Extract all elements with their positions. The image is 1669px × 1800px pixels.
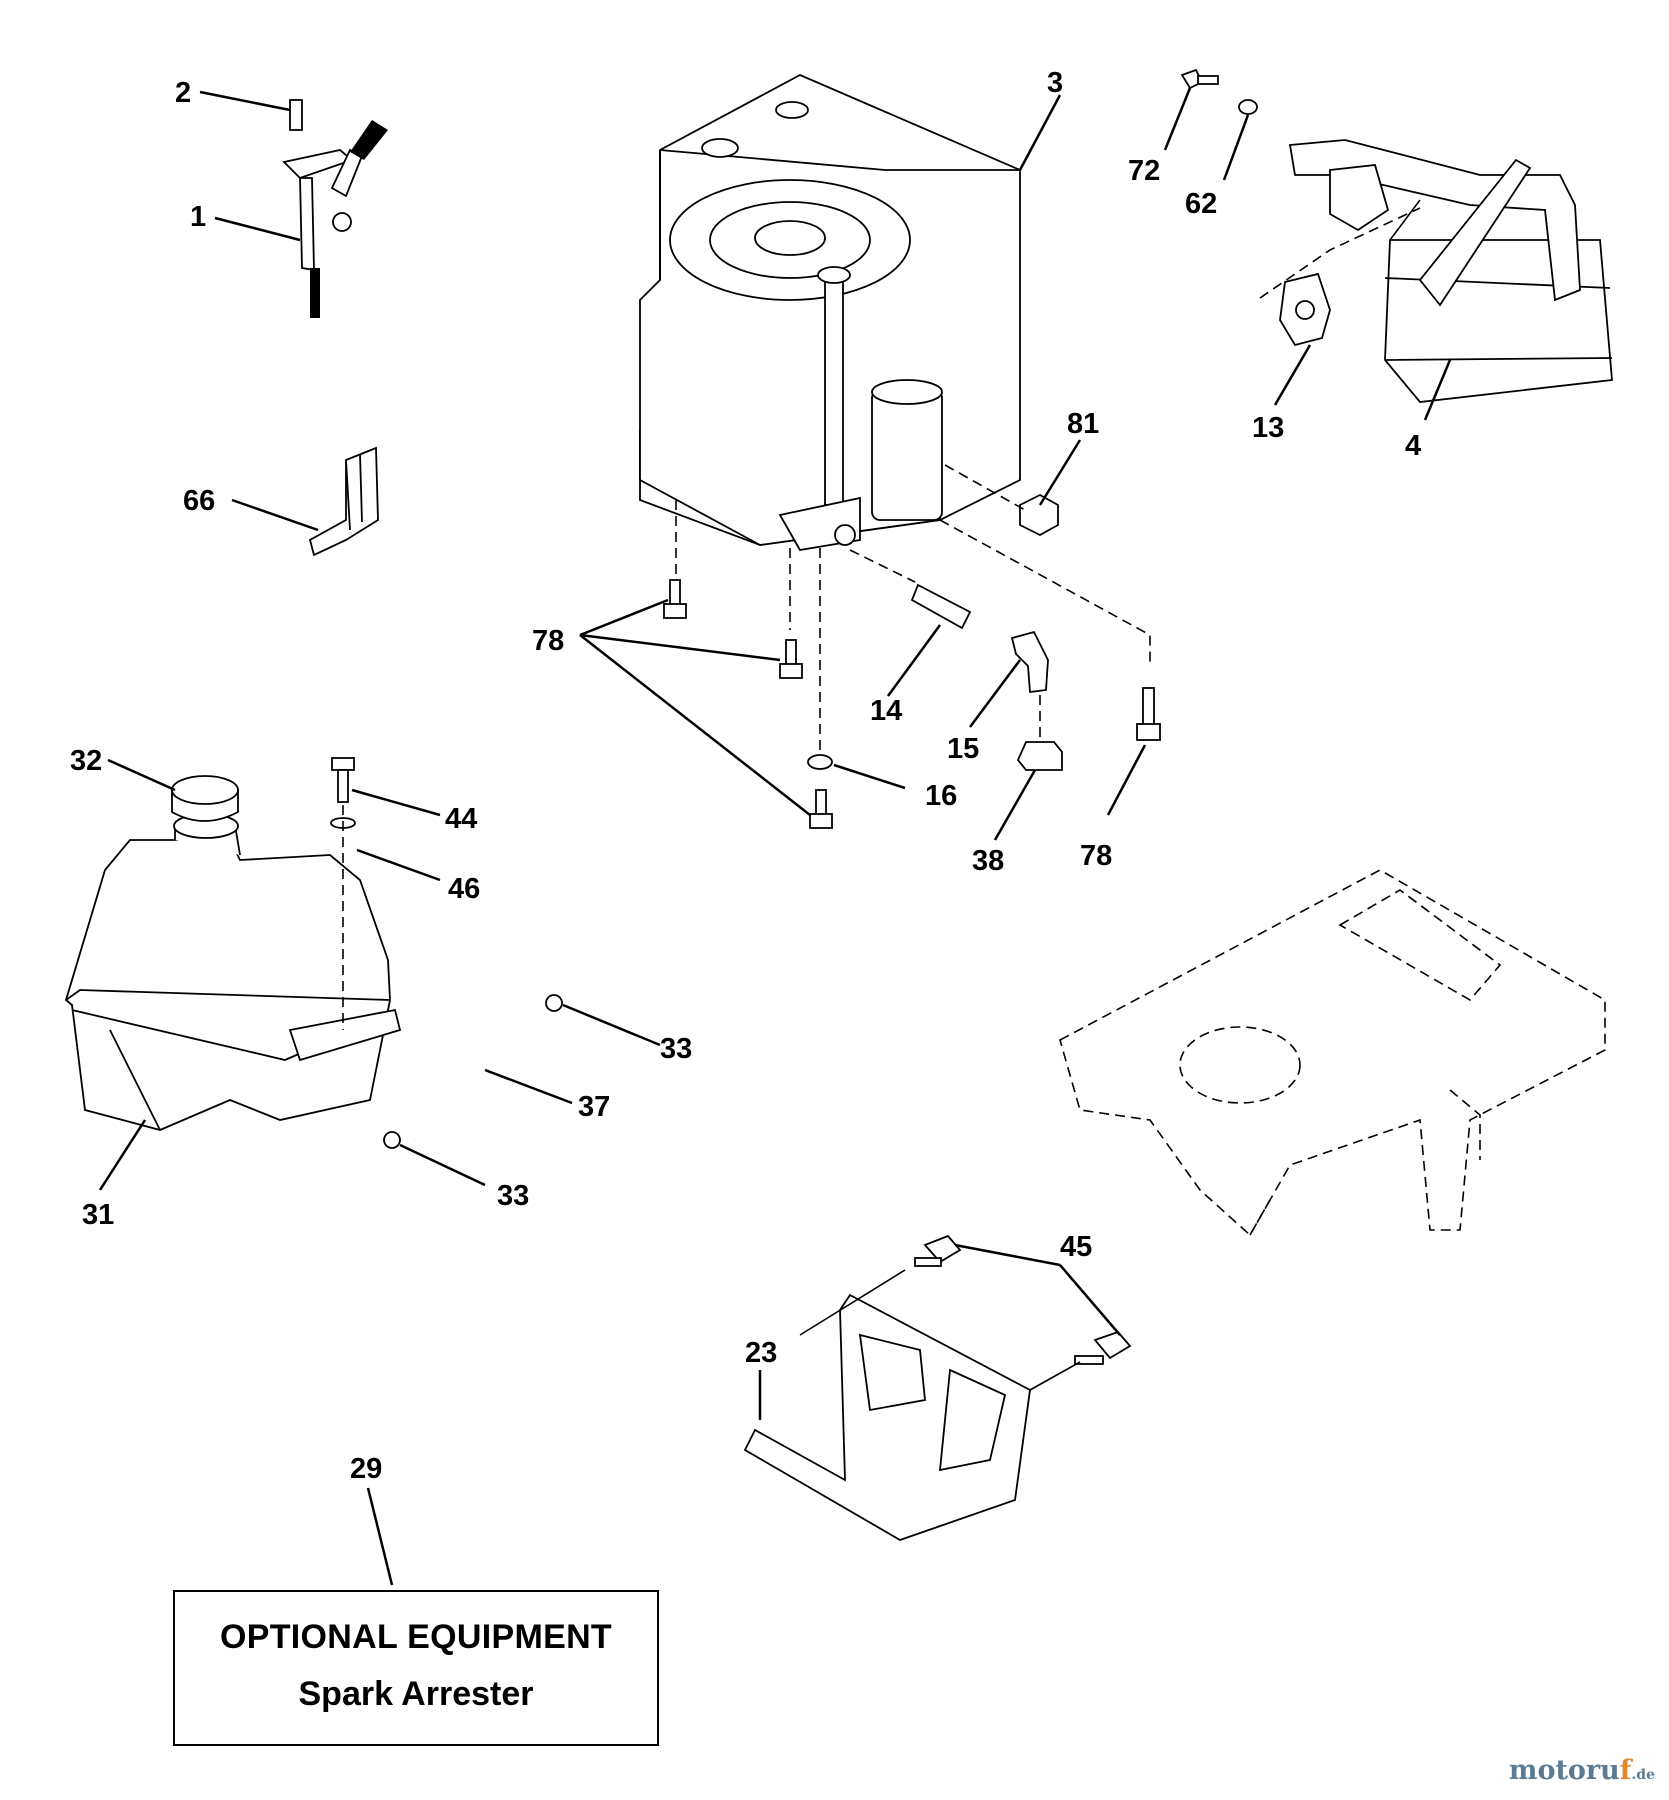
part-label-2: 2 [175,77,191,109]
frame [1059,869,1606,1237]
part-label-13: 13 [1252,412,1284,444]
part-label-4: 4 [1405,430,1421,462]
part-label-45: 45 [1060,1231,1092,1263]
optional-equipment-box: OPTIONAL EQUIPMENT Spark Arrester [173,1590,659,1746]
part-label-62: 62 [1185,188,1217,220]
watermark-tld: .de [1631,1767,1655,1783]
engine [639,74,1021,551]
part-label-1: 1 [190,201,206,233]
part-label-33-bottom: 33 [497,1180,529,1212]
part-label-32: 32 [70,745,102,777]
watermark-main: motoru [1508,1755,1620,1786]
watermark: motoruf.de [1509,1755,1655,1786]
throttle-control [282,99,388,318]
part-label-3: 3 [1047,67,1063,99]
part-label-37: 37 [578,1091,610,1123]
screw-44 [331,757,355,803]
optional-equipment-heading: OPTIONAL EQUIPMENT [219,1618,613,1656]
part-label-23: 23 [745,1337,777,1369]
bracket-part [308,446,379,557]
clamp-33-top [545,994,563,1012]
part-label-15: 15 [947,733,979,765]
part-label-78-left: 78 [532,625,564,657]
nut-38 [1016,741,1063,771]
bolt-78 [663,579,1161,829]
watermark-accent: f [1619,1755,1632,1786]
part-label-31: 31 [82,1199,114,1231]
part-label-78-right: 78 [1080,840,1112,872]
bolt-45 [914,1234,1132,1365]
part-label-33-top: 33 [660,1033,692,1065]
spark-arrester-label: Spark Arrester [298,1675,534,1713]
part-label-46: 46 [448,873,480,905]
part-label-66: 66 [183,485,215,517]
washer-16 [807,754,833,770]
muffler [1288,139,1613,403]
clamp-33-bottom [383,1131,401,1149]
part-label-16: 16 [925,780,957,812]
elbow-15 [1010,630,1049,694]
fuel-line [413,978,550,1141]
part-label-29: 29 [350,1453,382,1485]
fuel-cap [171,775,239,822]
part-label-81: 81 [1067,408,1099,440]
part-label-72: 72 [1128,155,1160,187]
washer-62 [1238,99,1258,115]
heat-shield [743,1293,1031,1541]
pipe-nipple-14 [910,583,972,630]
part-label-14: 14 [870,695,902,727]
nut-81 [1019,493,1059,537]
fuel-tank [64,813,402,1131]
part-label-38: 38 [972,845,1004,877]
part-label-44: 44 [445,803,477,835]
gasket [1279,272,1331,347]
bolt-72 [1180,68,1219,90]
